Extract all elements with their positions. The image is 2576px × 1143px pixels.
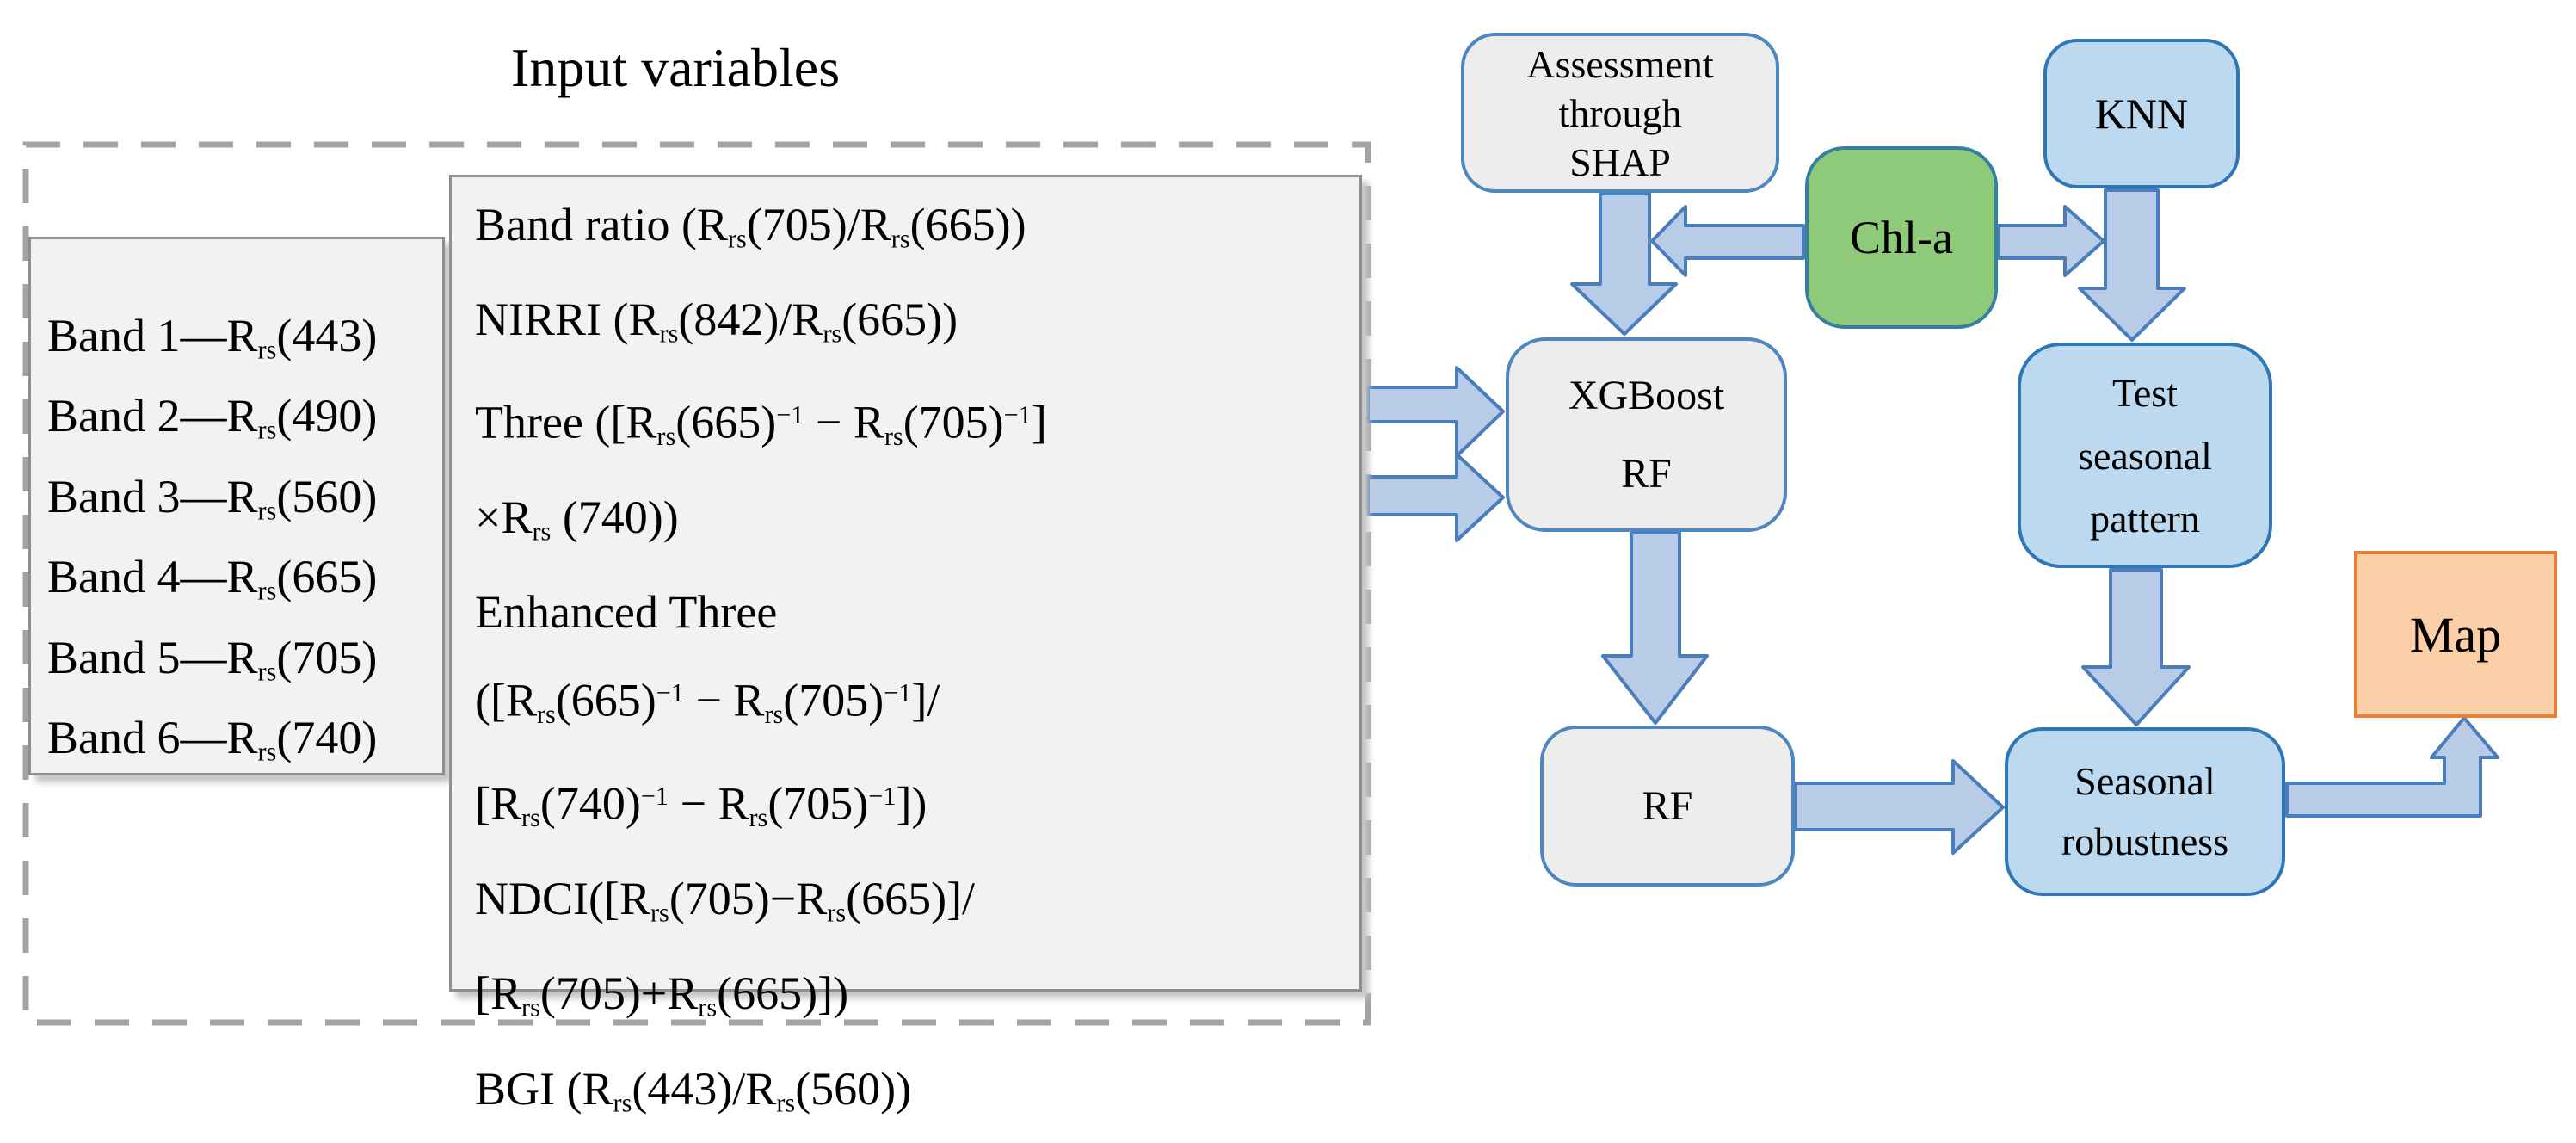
band-item: Band 5—Rrs(705) bbox=[47, 631, 378, 687]
node-label: seasonal bbox=[2078, 433, 2212, 478]
band-list-box bbox=[28, 237, 445, 775]
node-label: Chl-a bbox=[1850, 212, 1953, 263]
node-xgboost-rf: XGBoost RF bbox=[1506, 337, 1787, 532]
node-label: Map bbox=[2409, 606, 2502, 663]
arrow-chla-to-left bbox=[1650, 205, 1805, 277]
page-title: Input variables bbox=[511, 37, 841, 98]
band-item: Band 3—Rrs(560) bbox=[47, 470, 378, 526]
node-rf: RF bbox=[1540, 726, 1795, 887]
node-label: Assessment bbox=[1526, 41, 1714, 86]
node-label: RF bbox=[1642, 783, 1693, 829]
node-seasonal-robustness: Seasonal robustness bbox=[2005, 727, 2285, 896]
arrow-knn-to-test bbox=[2078, 188, 2186, 342]
formula-item: NDCI([Rrs(705)−Rrs(665)]/ bbox=[475, 872, 976, 928]
formula-list: Band ratio (Rrs(705)/Rrs(665)) NIRRI (Rr… bbox=[475, 184, 1047, 1143]
arrow-test-to-seasonal bbox=[2081, 568, 2191, 726]
node-label: robustness bbox=[2061, 819, 2229, 863]
node-label: SHAP bbox=[1569, 139, 1671, 184]
arrow-xgboost-to-rf bbox=[1601, 531, 1709, 725]
input-variables-dashed-frame bbox=[22, 141, 1371, 1026]
figure-diagram: Input variables Band 1—Rrs(443) Band 2—R… bbox=[22, 33, 2557, 1117]
node-test-seasonal-pattern: Test seasonal pattern bbox=[2018, 343, 2272, 568]
arrow-chla-to-right bbox=[1996, 205, 2105, 277]
formula-list-box bbox=[449, 175, 1362, 992]
band-list: Band 1—Rrs(443) Band 2—Rrs(490) Band 3—R… bbox=[47, 303, 377, 786]
arrow-seasonal-to-map bbox=[2285, 716, 2499, 818]
formula-item: Enhanced Three bbox=[475, 586, 778, 639]
formula-item: [Rrs(740)−1 − Rrs(705)−1]) bbox=[475, 777, 927, 832]
arrow-inputs-to-xgboost-lower bbox=[1366, 453, 1505, 542]
formula-item: ([Rrs(665)−1 − Rrs(705)−1]/ bbox=[475, 675, 940, 730]
node-map: Map bbox=[2354, 551, 2557, 718]
formula-item: ×Rrs (740)) bbox=[475, 491, 679, 547]
node-chl-a: Chl-a bbox=[1805, 146, 1998, 329]
arrow-rf-to-seasonal bbox=[1794, 759, 2005, 855]
diagram-connectors-layer bbox=[22, 141, 2499, 1026]
node-label: XGBoost bbox=[1568, 373, 1725, 418]
node-label: KNN bbox=[2094, 90, 2189, 138]
band-item: Band 4—Rrs(665) bbox=[47, 551, 378, 606]
arrow-inputs-to-xgboost-upper bbox=[1366, 366, 1505, 458]
node-label: pattern bbox=[2090, 496, 2200, 541]
node-assessment-through-shap: Assessment through SHAP bbox=[1461, 33, 1779, 193]
formula-item: Three ([Rrs(665)−1 − Rrs(705)−1] bbox=[475, 396, 1047, 451]
node-label: Seasonal bbox=[2074, 759, 2215, 803]
arrow-assessment-to-xgboost bbox=[1570, 192, 1678, 336]
node-knn: KNN bbox=[2043, 39, 2240, 188]
band-item: Band 6—Rrs(740) bbox=[47, 712, 378, 767]
formula-item: Band ratio (Rrs(705)/Rrs(665)) bbox=[475, 199, 1026, 254]
formula-item: [Rrs(705)+Rrs(665)]) bbox=[475, 967, 849, 1023]
node-label: RF bbox=[1621, 451, 1672, 497]
node-label: through bbox=[1558, 90, 1682, 135]
node-label: Test bbox=[2112, 370, 2178, 415]
band-item: Band 2—Rrs(490) bbox=[47, 390, 378, 445]
band-item: Band 1—Rrs(443) bbox=[47, 310, 378, 365]
formula-item: BGI (Rrs(443)/Rrs(560)) bbox=[475, 1062, 912, 1117]
formula-item: NIRRI (Rrs(842)/Rrs(665)) bbox=[475, 293, 958, 349]
